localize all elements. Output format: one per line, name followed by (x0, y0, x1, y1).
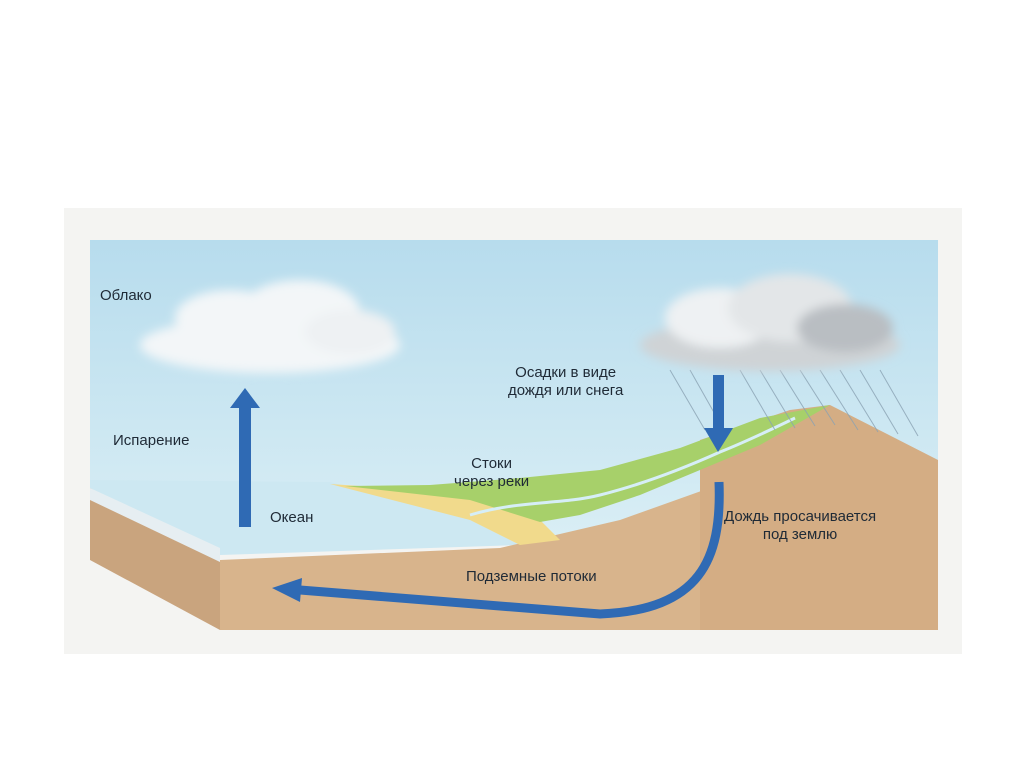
grass-slope (345, 405, 830, 522)
label-seepage: Дождь просачивается под землю (724, 508, 876, 544)
arrow-up-icon (230, 388, 260, 527)
label-groundwater: Подземные потоки (466, 568, 597, 585)
label-seepage-line2: под землю (762, 526, 838, 543)
arrow-down-icon (704, 375, 733, 452)
label-runoff: Стоки через реки (454, 455, 529, 491)
cloud-right (640, 274, 900, 371)
label-evaporation: Испарение (113, 432, 190, 449)
rain-streaks (669, 369, 919, 437)
block-side-face (90, 488, 220, 630)
label-runoff-line2: через реки (454, 473, 530, 490)
curved-arrow-left-icon (272, 481, 724, 619)
label-precipitation-line2: дождя или снега (508, 382, 624, 399)
cloud-left (140, 280, 400, 373)
label-runoff-line1: Стоки (471, 455, 512, 472)
ocean-surface (90, 480, 520, 555)
label-cloud: Облако (100, 287, 152, 304)
label-precipitation: Осадки в виде дождя или снега (508, 364, 623, 400)
label-precipitation-line1: Осадки в виде (515, 364, 617, 381)
hill (700, 405, 938, 630)
river (469, 416, 796, 517)
label-ocean: Океан (270, 509, 314, 526)
beach-sand (330, 484, 560, 545)
ocean-side-edge (90, 488, 220, 562)
label-seepage-line1: Дождь просачивается (724, 508, 877, 525)
